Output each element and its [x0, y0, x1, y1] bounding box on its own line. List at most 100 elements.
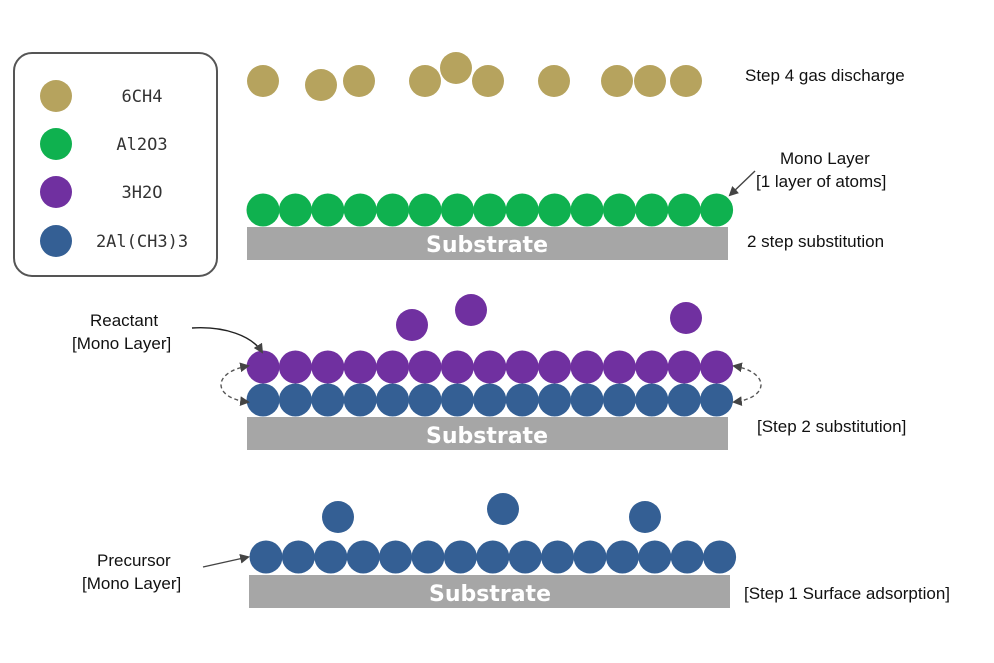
ch4-molecule	[538, 65, 570, 97]
tma-monolayer-middle	[246, 383, 734, 417]
substrate-bar	[247, 227, 728, 260]
al2o3-atom	[700, 193, 734, 227]
tma-atom	[408, 383, 442, 417]
substrate-label: Substrate	[429, 582, 551, 607]
tma-atom	[635, 383, 669, 417]
al2o3-atom	[473, 193, 507, 227]
h2o-atom	[538, 350, 572, 384]
substrate-bar	[249, 575, 730, 608]
free-tma-molecule	[322, 501, 354, 533]
ch4-molecule	[247, 65, 279, 97]
precursor-sublabel: [Mono Layer]	[82, 574, 181, 593]
free-tma-molecule	[487, 493, 519, 525]
legend-swatch	[40, 225, 72, 257]
tma-atom	[505, 383, 539, 417]
al2o3-atom	[376, 193, 410, 227]
ch4-molecule	[409, 65, 441, 97]
tma-monolayer-bottom	[249, 540, 737, 574]
mono-layer-arrow	[728, 170, 756, 197]
tma-atom	[376, 383, 410, 417]
precursor-label: Precursor	[97, 551, 171, 570]
tma-atom	[476, 540, 510, 574]
legend-swatch	[40, 80, 72, 112]
substrate-bottom: Substrate	[249, 575, 730, 608]
tma-atom	[570, 383, 604, 417]
al2o3-atom	[538, 193, 572, 227]
two-step-label: 2 step substitution	[747, 232, 884, 251]
tma-atom	[314, 540, 348, 574]
tma-atom	[700, 383, 734, 417]
legend-label: 6CH4	[122, 87, 163, 107]
tma-atom	[440, 383, 474, 417]
ch4-molecule	[670, 65, 702, 97]
tma-atom	[541, 540, 575, 574]
tma-atom	[670, 540, 704, 574]
al2o3-atom	[570, 193, 604, 227]
h2o-atom	[505, 350, 539, 384]
tma-atom	[508, 540, 542, 574]
tma-atom	[346, 540, 380, 574]
step4-label: Step 4 gas discharge	[745, 66, 905, 85]
substrate-top: Substrate	[247, 227, 728, 260]
legend-label: 2Al(CH3)3	[96, 232, 188, 252]
legend-swatch	[40, 176, 72, 208]
h2o-atom	[667, 350, 701, 384]
tma-atom	[602, 383, 636, 417]
h2o-atom	[408, 350, 442, 384]
exchange-arrow-right	[732, 362, 762, 406]
al2o3-atom	[440, 193, 474, 227]
h2o-atom	[473, 350, 507, 384]
al2o3-atom	[667, 193, 701, 227]
step2-label: [Step 2 substitution]	[757, 417, 906, 436]
al2o3-atom	[408, 193, 442, 227]
free-tma-molecules	[322, 493, 661, 533]
h2o-atom	[570, 350, 604, 384]
al2o3-atom	[278, 193, 312, 227]
tma-atom	[473, 383, 507, 417]
h2o-atom	[700, 350, 734, 384]
reactant-label: Reactant	[90, 311, 158, 330]
h2o-atom	[246, 350, 280, 384]
h2o-atom	[376, 350, 410, 384]
substrate-middle: Substrate	[247, 417, 728, 450]
tma-atom	[703, 540, 737, 574]
tma-atom	[278, 383, 312, 417]
free-h2o-molecule	[455, 294, 487, 326]
tma-atom	[638, 540, 672, 574]
legend-label: 3H2O	[122, 183, 163, 203]
tma-atom	[343, 383, 377, 417]
free-h2o-molecule	[670, 302, 702, 334]
al2o3-atom	[343, 193, 377, 227]
ch4-molecule	[440, 52, 472, 84]
al2o3-atom	[311, 193, 345, 227]
al2o3-monolayer	[246, 193, 734, 227]
ch4-molecule	[305, 69, 337, 101]
tma-atom	[605, 540, 639, 574]
mono-layer-sublabel: [1 layer of atoms]	[756, 172, 886, 191]
ch4-molecule	[343, 65, 375, 97]
substrate-label: Substrate	[426, 424, 548, 449]
tma-atom	[411, 540, 445, 574]
legend-label: Al2O3	[116, 135, 167, 155]
step1-label: [Step 1 Surface adsorption]	[744, 584, 950, 603]
ch4-molecule	[634, 65, 666, 97]
h2o-atom	[440, 350, 474, 384]
tma-atom	[246, 383, 280, 417]
h2o-atom	[602, 350, 636, 384]
tma-atom	[249, 540, 283, 574]
al2o3-atom	[246, 193, 280, 227]
tma-atom	[443, 540, 477, 574]
mono-layer-label: Mono Layer	[780, 149, 870, 168]
ch4-molecule	[601, 65, 633, 97]
tma-atom	[667, 383, 701, 417]
exchange-arrow-left	[220, 362, 250, 406]
tma-atom	[538, 383, 572, 417]
tma-atom	[573, 540, 607, 574]
al2o3-atom	[635, 193, 669, 227]
h2o-atom	[311, 350, 345, 384]
tma-atom	[311, 383, 345, 417]
h2o-atom	[278, 350, 312, 384]
free-tma-molecule	[629, 501, 661, 533]
al2o3-atom	[602, 193, 636, 227]
